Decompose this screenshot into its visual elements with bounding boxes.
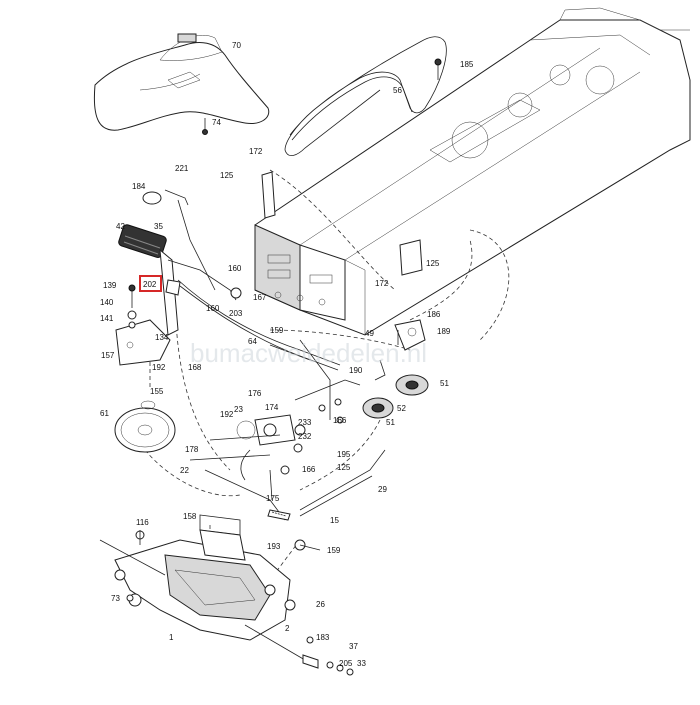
callout-c155: 155 [150,387,164,396]
callout-c1: 1 [169,633,174,642]
callout-c202: 202 [143,280,157,289]
callout-c193: 193 [267,542,281,551]
callout-c125a: 125 [220,171,234,180]
callout-c167: 167 [253,293,267,302]
callout-c61: 61 [100,409,109,418]
callout-c166a: 166 [333,416,347,425]
callout-c160b: 160 [206,304,220,313]
callout-c51b: 51 [386,418,395,427]
callout-c125c: 125 [337,463,351,472]
callout-c23: 23 [234,405,243,414]
callout-c192a: 192 [152,363,166,372]
callout-c176: 176 [248,389,262,398]
frame-part [254,7,691,336]
callout-c140: 140 [100,298,114,307]
callout-c174: 174 [265,403,279,412]
highlight-box [139,275,162,292]
callout-c116: 116 [136,518,149,527]
callout-c232: 232 [298,432,312,441]
callout-c33: 33 [357,659,366,668]
callout-c2: 2 [285,624,290,633]
callout-c22: 22 [180,466,189,475]
callout-c56: 56 [393,86,402,95]
callout-c35: 35 [154,222,163,231]
callout-c157: 157 [101,351,115,360]
callout-c29: 29 [378,485,387,494]
callout-c172b: 172 [375,279,389,288]
callout-c166b: 166 [302,465,316,474]
callout-c185: 185 [460,60,474,69]
callout-c134: 134 [155,333,169,342]
callout-c52: 52 [397,404,406,413]
callout-c70: 70 [232,41,241,50]
callout-c159b: 159 [327,546,341,555]
pedal-assembly [115,189,341,371]
callout-c74: 74 [212,118,221,127]
callout-c15: 15 [330,516,339,525]
watermark-text: bumacweidedelen.nl [190,338,427,368]
callout-c189: 189 [437,327,451,336]
idler-pulleys [362,319,429,419]
callout-c139: 139 [103,281,117,290]
callout-c73: 73 [111,594,120,603]
callout-c37: 37 [349,642,358,651]
callout-c190: 190 [349,366,363,375]
callout-c160a: 160 [228,264,242,273]
callout-c195: 195 [337,450,351,459]
callout-c49: 49 [365,329,374,338]
callout-c221: 221 [175,164,189,173]
callout-c178: 178 [185,445,199,454]
callout-c183: 183 [316,633,330,642]
callout-c125b: 125 [426,259,440,268]
callout-c203: 203 [229,309,243,318]
callout-c184: 184 [132,182,146,191]
callout-c172a: 172 [249,147,263,156]
callout-c141: 141 [100,314,114,323]
callout-c233: 233 [298,418,312,427]
callout-c51a: 51 [440,379,449,388]
callout-c64: 64 [248,337,257,346]
fender-part [93,33,270,135]
callout-c186: 186 [427,310,441,319]
callout-c26: 26 [316,600,325,609]
callout-c42: 42 [116,222,125,231]
center-linkage [189,339,386,551]
callout-c192b: 192 [220,410,234,419]
callout-c175: 175 [266,494,280,503]
drive-belt-part [284,36,447,157]
callout-c205: 205 [339,659,353,668]
callout-c168: 168 [188,363,202,372]
pulley-61 [114,400,176,453]
callout-c158: 158 [183,512,197,521]
transaxle-part [99,529,354,676]
callout-c159a: 159 [270,326,284,335]
